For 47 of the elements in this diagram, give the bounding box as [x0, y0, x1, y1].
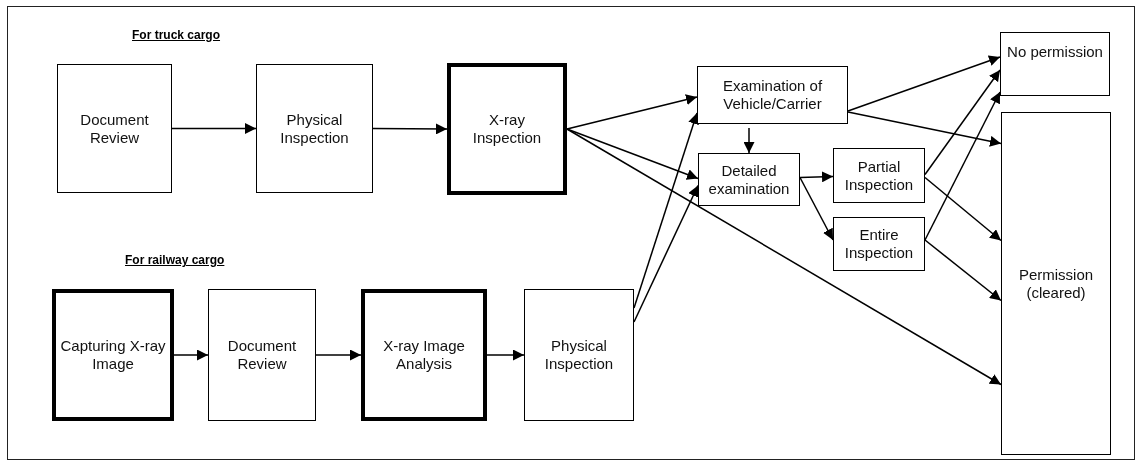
step-label: Physical Inspection [543, 337, 615, 373]
section-heading: For truck cargo [132, 28, 221, 42]
process-box [256, 64, 373, 193]
arrow [171, 123, 257, 134]
step-label: X-ray Inspection [471, 111, 543, 147]
arrow [847, 55, 1001, 112]
process-box [52, 289, 174, 421]
arrow [924, 176, 1002, 242]
step-label: Detailed examination [707, 161, 791, 198]
process-box [1001, 112, 1111, 455]
process-box [833, 217, 925, 271]
arrow [924, 91, 1001, 241]
step-label: Physical Inspection [279, 110, 350, 147]
arrow [315, 349, 362, 361]
arrow [799, 176, 834, 241]
step-label: Document Review [79, 110, 150, 147]
arrow [924, 239, 1002, 302]
arrow [566, 128, 699, 180]
step-label: Document Review [226, 337, 298, 373]
step-label: No permission [1007, 43, 1103, 61]
process-box [833, 148, 925, 203]
process-box [698, 153, 800, 206]
arrow [486, 349, 525, 361]
arrow [924, 69, 1001, 176]
step-label: Permission (cleared) [1017, 265, 1095, 302]
arrow [633, 184, 699, 323]
process-box [208, 289, 316, 421]
arrow [799, 171, 834, 183]
arrow [743, 127, 755, 154]
arrow [173, 349, 209, 361]
arrow [633, 112, 699, 309]
step-label: X-ray Image Analysis [382, 337, 466, 373]
process-box [447, 63, 567, 195]
process-box [57, 64, 172, 193]
arrow [847, 111, 1002, 147]
step-label: Entire Inspection [843, 226, 915, 262]
process-box [697, 66, 848, 124]
step-label: Capturing X-ray Image [59, 337, 167, 373]
arrow [372, 123, 448, 135]
step-label: Partial Inspection [843, 157, 915, 194]
arrow [566, 94, 698, 130]
process-box [1000, 32, 1110, 96]
arrow [566, 128, 1002, 386]
process-box [361, 289, 487, 421]
process-box [524, 289, 634, 421]
section-heading: For railway cargo [125, 253, 225, 267]
step-label: Examination of Vehicle/Carrier [721, 77, 824, 113]
